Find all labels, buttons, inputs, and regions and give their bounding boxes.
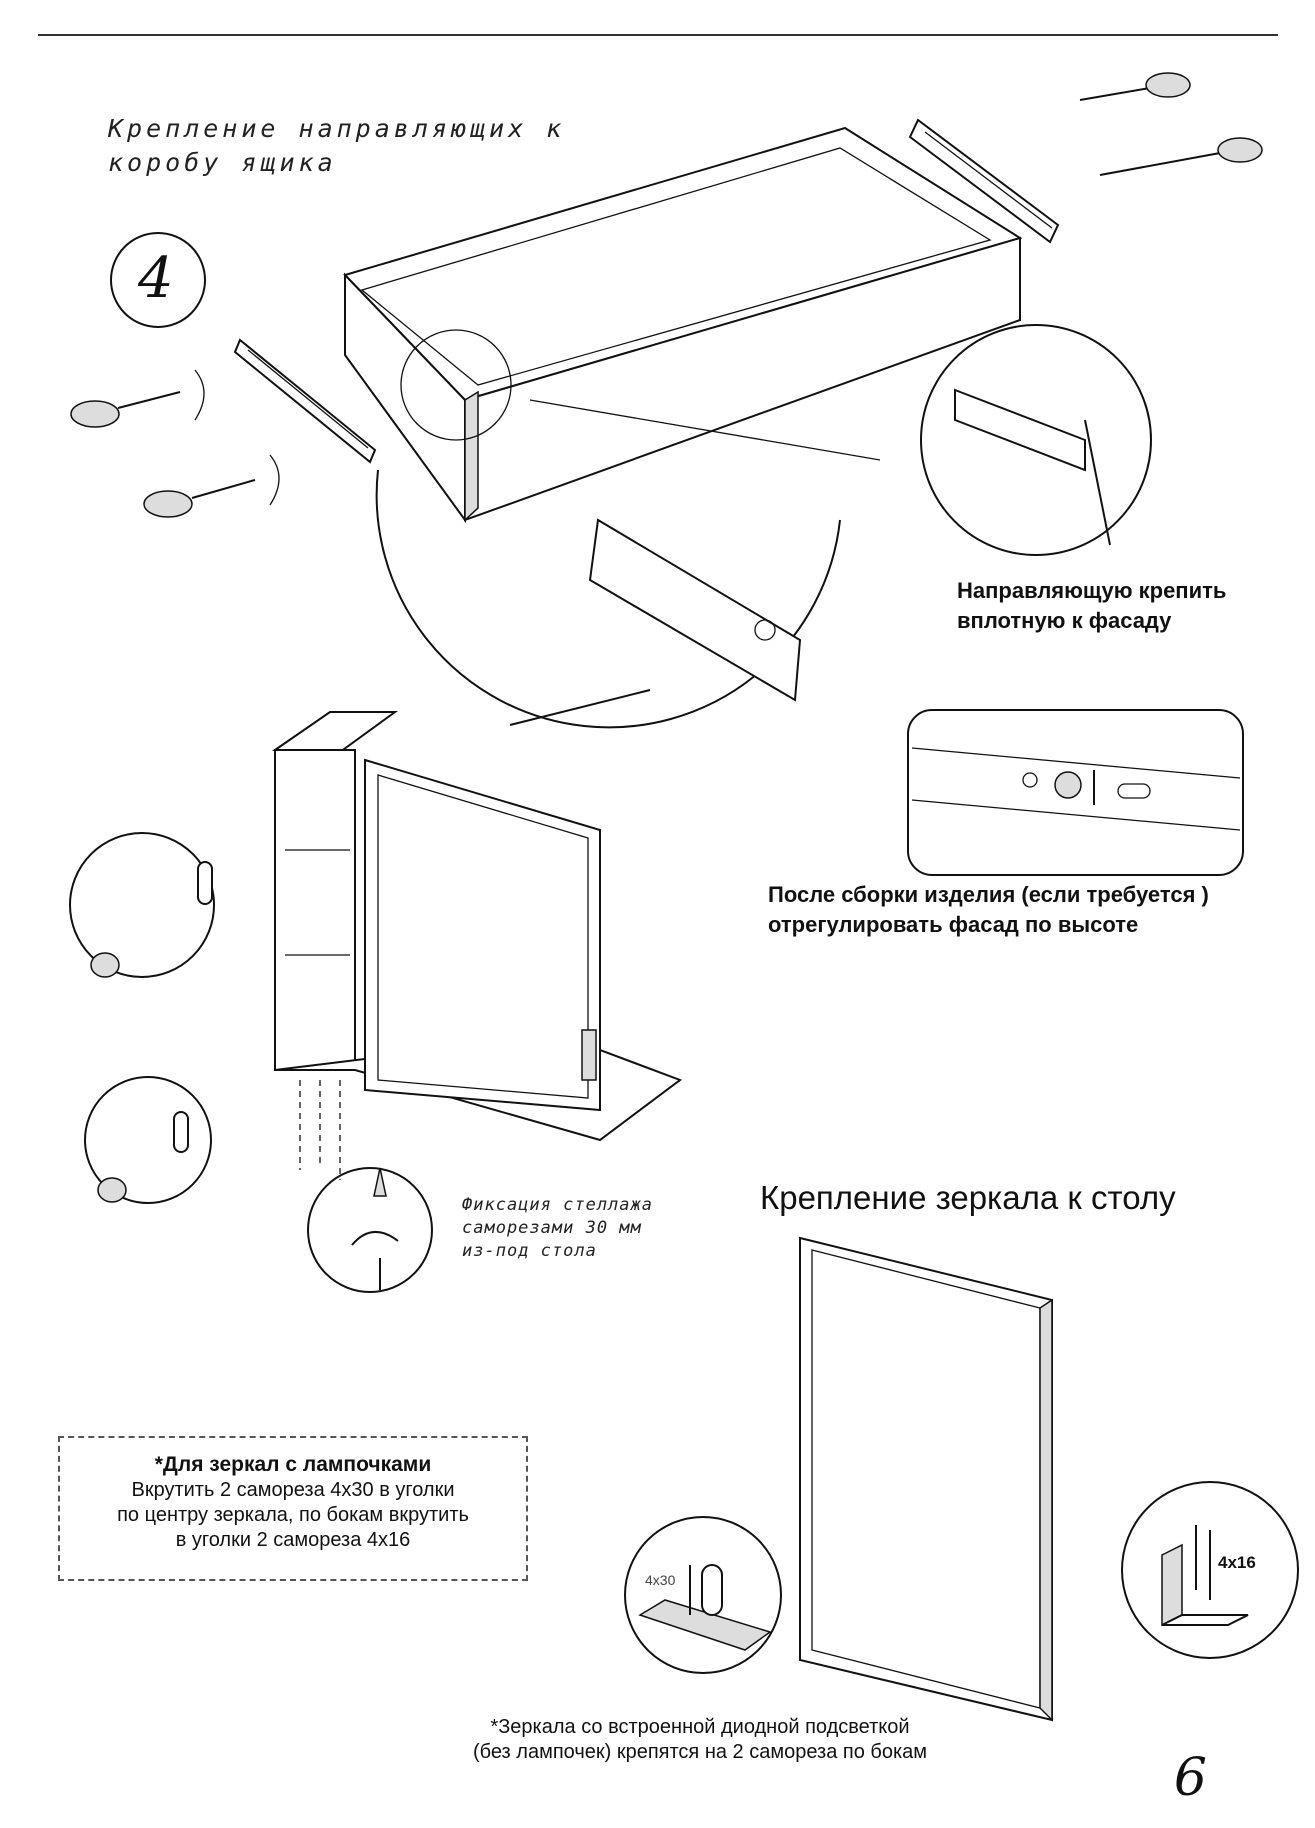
adjust-line2: отрегулировать фасад по высоте bbox=[768, 912, 1139, 937]
lamp-box-line3: в уголки 2 самореза 4x16 bbox=[175, 1529, 411, 1551]
shelf-fix-line2: саморезами 30 мм bbox=[462, 1218, 642, 1238]
adjust-line1: После сборки изделия (если требуется ) bbox=[768, 882, 1209, 907]
screwdriver-handle-icon bbox=[90, 952, 120, 978]
rotate-arrow-icon bbox=[351, 1231, 399, 1246]
pointer-line bbox=[529, 399, 881, 461]
adjust-facade-note: После сборки изделия (если требуется ) о… bbox=[768, 880, 1209, 940]
step-title-line2: коробу ящика bbox=[108, 148, 337, 177]
header-rule bbox=[38, 34, 1278, 36]
rotate-arrow-icon bbox=[269, 454, 280, 506]
screwdriver-left-2-icon bbox=[143, 479, 256, 518]
step-number-circle bbox=[110, 232, 206, 328]
rail-flush-line1: Направляющую крепить bbox=[957, 578, 1227, 603]
mirror-on-table-drawing bbox=[364, 758, 601, 1112]
screw-size-label-4x16: 4x16 bbox=[1218, 1553, 1256, 1572]
rail-flush-closeup-drawing bbox=[954, 388, 1111, 546]
adjust-detail-panel bbox=[907, 709, 1244, 876]
shelf-fix-line3: из-под стола bbox=[462, 1241, 597, 1261]
standing-mirror-drawing bbox=[799, 1236, 1053, 1722]
led-line1: *Зеркала со встроенной диодной подсветко… bbox=[490, 1716, 910, 1738]
led-line2: (без лампочек) крепятся на 2 самореза по… bbox=[472, 1741, 928, 1763]
rail-closeup-drawing bbox=[509, 518, 802, 726]
rail-left-drawing bbox=[233, 338, 377, 464]
bracket-detail-circle-1 bbox=[69, 832, 215, 978]
drawer-box-drawing bbox=[343, 126, 1023, 524]
shelf-fix-line1: Фиксация стеллажа bbox=[462, 1195, 653, 1215]
rail-flush-line2: вплотную к фасаду bbox=[957, 608, 1172, 633]
screwdriver-handle-icon bbox=[97, 1177, 127, 1203]
lamp-box-title: *Для зеркал с лампочками bbox=[154, 1453, 432, 1476]
step-title-line1: Крепление направляющих к bbox=[108, 114, 566, 143]
screw-detail-circle bbox=[307, 1167, 433, 1293]
screwdriver-top-2-icon bbox=[1099, 137, 1263, 176]
shelf-fix-note: Фиксация стеллажа саморезами 30 мм из-по… bbox=[462, 1194, 653, 1263]
detail-right-circle bbox=[920, 324, 1152, 556]
led-mirror-footnote: *Зеркала со встроенной диодной подсветко… bbox=[430, 1715, 970, 1765]
step-title: Крепление направляющих к коробу ящика bbox=[108, 112, 565, 180]
rotate-arrow-icon bbox=[194, 369, 205, 421]
step-number: 4 bbox=[138, 246, 174, 311]
lamp-box-line1: Вкрутить 2 самореза 4x30 в уголки bbox=[131, 1479, 455, 1501]
lamp-box-line2: по центру зеркала, по бокам вкрутить bbox=[117, 1504, 469, 1526]
corner-bracket-right-circle bbox=[1121, 1481, 1299, 1659]
detail-magnifier-circle bbox=[375, 469, 841, 729]
mirror-section-heading: Крепление зеркала к столу bbox=[760, 1179, 1176, 1216]
screw-size-label-4x30: 4x30 bbox=[645, 1572, 676, 1588]
detail-source-circle bbox=[400, 329, 512, 441]
screwdriver-left-1-icon bbox=[70, 391, 181, 428]
hole-icon bbox=[1022, 772, 1038, 788]
bracket-detail-circle-2 bbox=[84, 1076, 212, 1204]
corner-bracket-left-circle bbox=[624, 1516, 782, 1674]
rail-flush-note: Направляющую крепить вплотную к фасаду bbox=[957, 576, 1226, 636]
screw-icon bbox=[373, 1167, 387, 1197]
lamp-mirror-note-box: *Для зеркал с лампочками Вкрутить 2 само… bbox=[58, 1436, 528, 1581]
page-number: 6 bbox=[1173, 1748, 1207, 1808]
screwdriver-top-1-icon bbox=[1079, 72, 1191, 101]
adjust-screw-icon bbox=[1054, 771, 1082, 799]
rail-top-right-drawing bbox=[908, 118, 1060, 244]
